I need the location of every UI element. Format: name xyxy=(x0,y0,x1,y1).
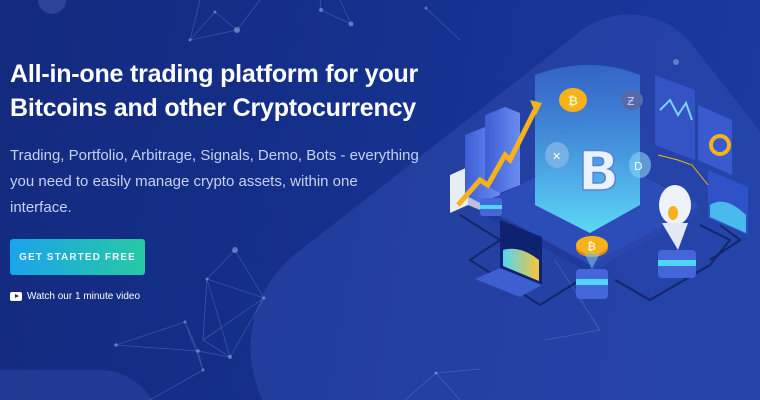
youtube-play-icon xyxy=(10,292,22,301)
get-started-free-button[interactable]: GET STARTED FREE xyxy=(10,239,145,275)
title-line-2: Bitcoins and other Cryptocurrency xyxy=(10,94,416,122)
laptop xyxy=(475,220,542,297)
glass-panel xyxy=(535,65,640,233)
title-line-1: All-in-one trading platform for your xyxy=(10,60,419,88)
subtitle-line-1: Trading, Portfolio, Arbitrage, Signals, … xyxy=(10,147,419,164)
bitcoin-pedestal: ₿ xyxy=(576,236,608,299)
watch-video-label: Watch our 1 minute video xyxy=(27,291,141,302)
b-logo-letter: B xyxy=(578,140,619,203)
subtitle-line-2: you need to easily manage crypto assets,… xyxy=(10,173,358,216)
svg-text:✕: ✕ xyxy=(552,150,561,163)
svg-text:Ƶ: Ƶ xyxy=(627,95,635,108)
hero-title: All-in-one trading platform for your Bit… xyxy=(10,57,430,125)
watch-video-link[interactable]: Watch our 1 minute video xyxy=(10,291,140,302)
hero-subtitle: Trading, Portfolio, Arbitrage, Signals, … xyxy=(10,143,420,221)
crypto-platform-illustration: B ₿ Ƶ ✕ D xyxy=(450,65,748,307)
dash-coin-icon: D xyxy=(629,152,651,178)
svg-text:₿: ₿ xyxy=(568,94,578,108)
dashboard-panels xyxy=(655,75,748,235)
ripple-coin-icon: ✕ xyxy=(545,142,569,168)
bitcoin-coin-icon: ₿ xyxy=(559,88,587,112)
robot xyxy=(658,185,696,278)
bar-chart-growth xyxy=(450,100,542,213)
svg-text:D: D xyxy=(634,160,642,173)
zcash-coin-icon: Ƶ xyxy=(621,90,643,110)
svg-text:₿: ₿ xyxy=(587,240,596,253)
